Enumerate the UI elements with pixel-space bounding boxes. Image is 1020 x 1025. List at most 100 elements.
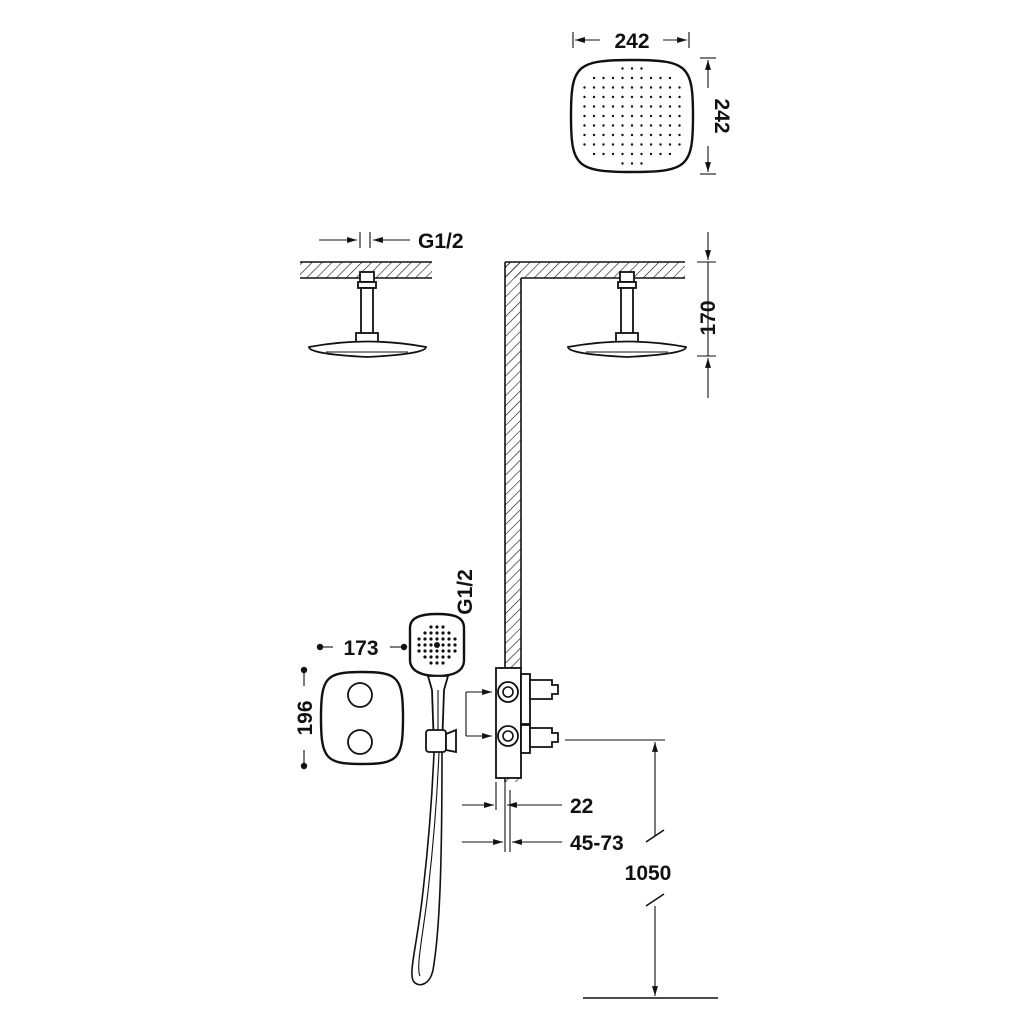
nozzle-dot: [659, 86, 662, 89]
hand-nozzle-dot: [435, 661, 439, 665]
ceiling-thread-label: G1/2: [418, 230, 464, 253]
nozzle-dot: [602, 86, 605, 89]
hand-nozzle-dot: [441, 643, 445, 647]
ceiling-shower-head: 170: [567, 232, 720, 398]
nozzle-dot: [630, 76, 634, 80]
ceiling-mount-detail: G1/2: [300, 230, 464, 358]
hand-nozzle-dot: [429, 631, 433, 635]
hand-nozzle-dot: [429, 661, 433, 665]
nozzle-dot: [678, 143, 681, 146]
nozzle-dot: [640, 133, 643, 137]
lower-outlet: [497, 725, 519, 747]
nozzle-dot: [659, 152, 662, 156]
nozzle-dot: [583, 133, 586, 137]
nozzle-dot: [611, 152, 615, 156]
nozzle-dot: [668, 105, 672, 108]
nozzle-dot: [611, 143, 615, 146]
nozzle-dot: [592, 114, 596, 118]
nozzle-dot: [668, 124, 672, 127]
nozzle-dot: [621, 67, 624, 70]
hand-nozzle-dot: [435, 649, 439, 653]
nozzle-dot: [678, 86, 681, 89]
plate-height-label: 196: [294, 700, 317, 735]
nozzle-dot: [602, 76, 605, 80]
nozzle-dot: [659, 105, 662, 108]
hand-nozzle-dot: [423, 631, 427, 635]
nozzle-dot: [621, 124, 624, 127]
hand-nozzle-dot: [447, 655, 451, 659]
nozzle-dot: [592, 143, 596, 146]
nozzle-dot: [592, 76, 596, 80]
hand-nozzle-dot: [429, 643, 433, 647]
hand-nozzle-dot: [429, 649, 433, 653]
nozzle-dot: [649, 105, 653, 108]
hand-nozzle-dot: [441, 655, 445, 659]
install-height-label: 1050: [625, 862, 672, 885]
nozzle-dot: [668, 95, 672, 99]
nozzle-dot: [630, 95, 634, 99]
hand-nozzle-dot: [429, 625, 433, 629]
hand-nozzle-dot: [434, 642, 440, 648]
nozzle-dot: [630, 152, 634, 156]
nozzle-dot: [630, 162, 634, 165]
nozzle-dot: [649, 152, 653, 156]
nozzle-dot: [640, 152, 643, 156]
nozzle-dot: [640, 105, 643, 108]
hand-nozzle-dot: [435, 637, 439, 641]
nozzle-dot: [678, 95, 681, 99]
hand-nozzle-dot: [429, 655, 433, 659]
nozzle-dot: [630, 143, 634, 146]
wall-thread-label: G1/2: [454, 569, 477, 615]
hand-nozzle-dot: [417, 637, 421, 641]
nozzle-dot: [659, 133, 662, 137]
nozzle-dot: [668, 133, 672, 137]
nozzle-dot: [592, 124, 596, 127]
nozzle-dot: [583, 105, 586, 108]
hand-nozzle-dot: [429, 637, 433, 641]
nozzle-dot: [649, 124, 653, 127]
hand-nozzle-dot: [423, 643, 427, 647]
nozzle-dot: [678, 114, 681, 118]
nozzle-dot: [602, 114, 605, 118]
hand-shower-nozzles: [417, 625, 457, 665]
nozzle-dot: [583, 86, 586, 89]
plate-height-dimension: 196: [294, 666, 317, 770]
nozzle-dot: [621, 76, 624, 80]
body-depth-label: 22: [570, 795, 593, 818]
nozzle-dot: [602, 152, 605, 156]
nozzle-dot: [659, 95, 662, 99]
hand-nozzle-dot: [441, 661, 445, 665]
nozzle-dot: [611, 95, 615, 99]
nozzle-dot: [678, 124, 681, 127]
nozzle-dot: [621, 105, 624, 108]
hand-shower: [408, 612, 466, 986]
install-height-dimension: 1050: [565, 739, 718, 999]
hand-nozzle-dot: [435, 631, 439, 635]
nozzle-dot: [630, 86, 634, 89]
hand-nozzle-dot: [453, 637, 457, 641]
head-width-label: 242: [614, 30, 649, 53]
hand-nozzle-dot: [441, 649, 445, 653]
nozzle-dot: [640, 86, 643, 89]
control-plate: 173 196: [294, 637, 408, 770]
nozzle-dot: [611, 114, 615, 118]
nozzle-dot: [640, 95, 643, 99]
upper-knob: [347, 682, 373, 708]
nozzle-dot: [621, 95, 624, 99]
nozzle-dot: [649, 143, 653, 146]
nozzle-dot: [592, 86, 596, 89]
hand-nozzle-dot: [447, 649, 451, 653]
nozzle-dot: [621, 152, 624, 156]
nozzle-dot: [630, 114, 634, 118]
nozzle-dot: [611, 86, 615, 89]
wall-section: [504, 261, 685, 782]
nozzle-dot: [611, 76, 615, 80]
arm-length-label: 170: [697, 300, 720, 335]
nozzle-dot: [630, 105, 634, 108]
hand-nozzle-dot: [447, 637, 451, 641]
nozzle-dot: [649, 114, 653, 118]
nozzle-dot: [621, 143, 624, 146]
nozzle-dot: [649, 86, 653, 89]
nozzle-dot: [668, 143, 672, 146]
